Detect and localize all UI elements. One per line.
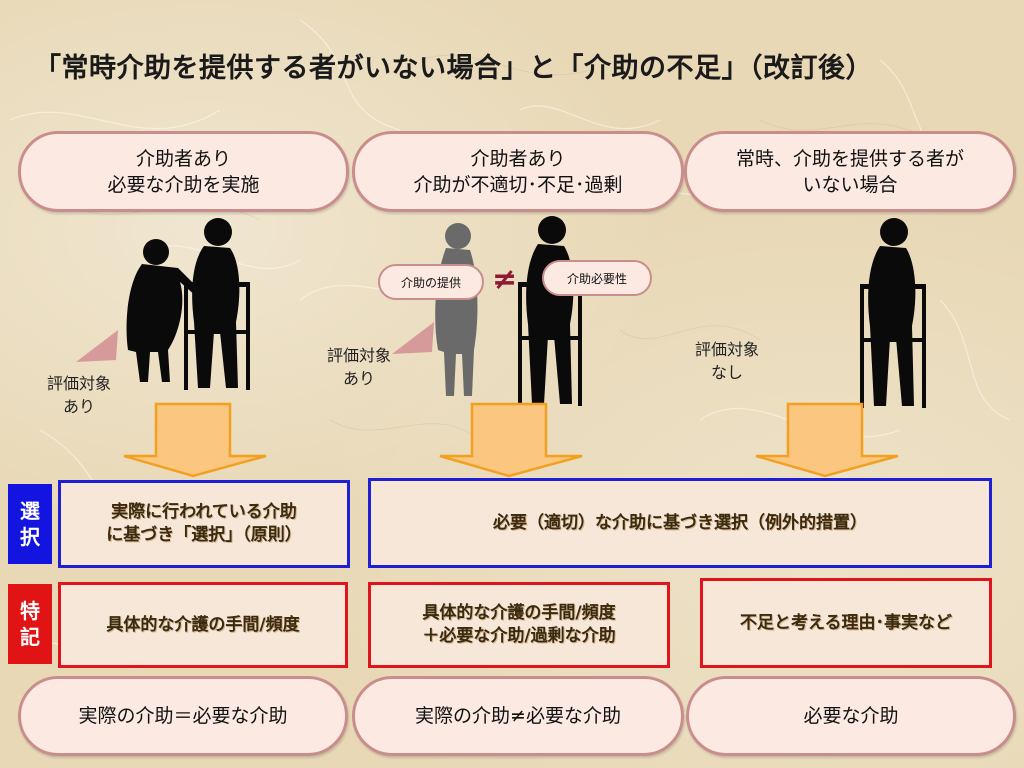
column-header-3-line1: 常時、介助を提供する者が — [735, 147, 964, 170]
evaluation-label-2-line2: あり — [342, 369, 375, 388]
evaluation-label-1-line2: あり — [62, 397, 95, 416]
page-title: 「常時介助を提供する者がいない場合」と「介助の不足」（改訂後） — [34, 53, 873, 84]
column-header-2-line2: 介助が不適切･不足･過剰 — [413, 173, 623, 196]
special-note-box-2: 具体的な介護の手間/頻度 ＋必要な介助/過剰な介助 — [368, 582, 670, 668]
provision-label: 介助の提供 — [378, 264, 484, 300]
evaluation-label-1: 評価対象 あり — [24, 372, 134, 418]
special-note-box-2-line2: ＋必要な介助/過剰な介助 — [422, 626, 616, 646]
result-pill-2-text: 実際の介助≠必要な介助 — [415, 705, 621, 727]
column-header-3-line2: いない場合 — [802, 173, 898, 196]
caregiver-and-person-figure — [126, 218, 250, 390]
evaluation-label-3: 評価対象 なし — [672, 338, 782, 384]
result-pill-1: 実際の介助＝必要な介助 — [18, 676, 348, 756]
special-notes-tag-line2: 記 — [20, 625, 40, 649]
down-arrow-3 — [755, 402, 899, 478]
down-arrow-2 — [439, 402, 583, 478]
column-header-1-line1: 介助者あり — [135, 147, 231, 170]
need-label: 介助必要性 — [542, 260, 652, 296]
selection-box-necessary: 必要（適切）な介助に基づき選択（例外的措置） — [368, 478, 992, 568]
selection-tag-line2: 択 — [20, 525, 40, 549]
evaluation-label-3-line2: なし — [710, 363, 743, 382]
column-header-2: 介助者あり 介助が不適切･不足･過剰 — [352, 131, 684, 212]
result-pill-3-text: 必要な介助 — [803, 705, 899, 727]
evaluation-label-2-line1: 評価対象 — [326, 346, 391, 365]
column-header-2-line1: 介助者あり — [470, 147, 566, 170]
person-with-walker-figure-2 — [518, 216, 582, 406]
down-arrow-1 — [123, 402, 267, 478]
special-notes-tag: 特 記 — [8, 584, 52, 664]
evaluation-label-2: 評価対象 あり — [304, 344, 414, 390]
caregiver-gray-figure — [435, 223, 478, 396]
person-with-walker-figure-3 — [860, 218, 926, 408]
selection-box-actual-line2: に基づき「選択」（原則） — [106, 525, 302, 545]
result-pill-2: 実際の介助≠必要な介助 — [352, 676, 684, 756]
selection-tag: 選 択 — [8, 484, 52, 564]
evaluation-pointer-1 — [76, 330, 118, 362]
special-note-box-3: 不足と考える理由･事実など — [700, 578, 992, 668]
special-notes-tag-line1: 特 — [20, 599, 40, 623]
evaluation-pointer-2 — [392, 322, 434, 354]
special-note-box-2-line1: 具体的な介護の手間/頻度 — [422, 603, 616, 623]
evaluation-label-1-line1: 評価対象 — [46, 374, 111, 393]
selection-box-actual: 実際に行われている介助 に基づき「選択」（原則） — [58, 480, 350, 568]
selection-tag-line1: 選 — [20, 499, 40, 523]
evaluation-label-3-line1: 評価対象 — [694, 340, 759, 359]
column-header-1: 介助者あり 必要な介助を実施 — [18, 131, 349, 212]
not-equal-icon: ≠ — [492, 262, 518, 297]
column-header-1-line2: 必要な介助を実施 — [107, 173, 260, 196]
selection-box-actual-line1: 実際に行われている介助 — [111, 502, 297, 522]
column-header-3: 常時、介助を提供する者が いない場合 — [684, 131, 1016, 212]
result-pill-1-text: 実際の介助＝必要な介助 — [78, 705, 288, 727]
result-pill-3: 必要な介助 — [686, 676, 1016, 756]
special-note-box-1: 具体的な介護の手間/頻度 — [58, 582, 348, 668]
